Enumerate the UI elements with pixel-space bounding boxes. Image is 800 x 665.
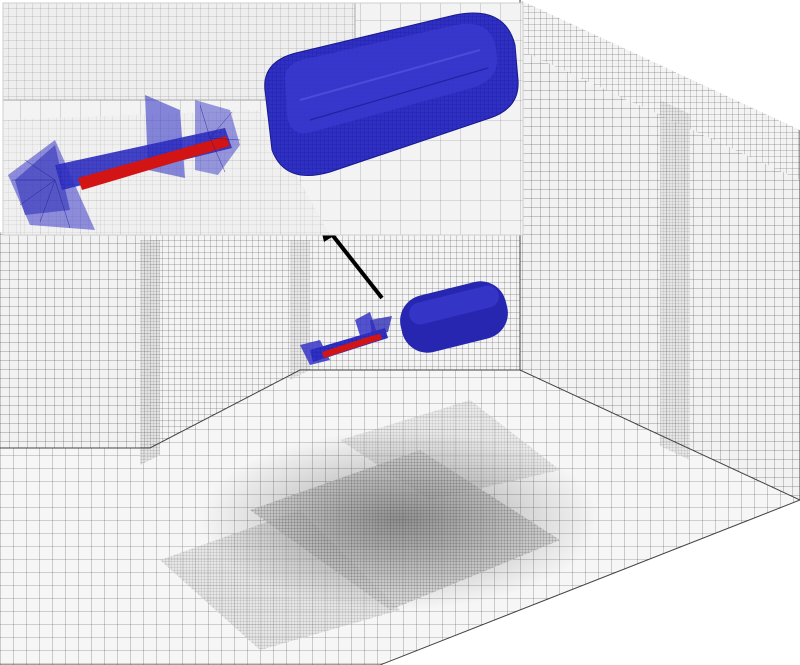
inset-border [2, 2, 524, 236]
mesh-wall-dense-band-right [660, 100, 690, 460]
block-rim [299, 49, 481, 101]
mesh-wall-back [150, 232, 520, 448]
blade-strip-large [78, 136, 230, 190]
blade-body-small [300, 312, 392, 365]
mesh-wall-right-upper [520, 0, 800, 180]
rounded-block-large [264, 12, 519, 176]
rounded-block-small [400, 281, 508, 353]
blade-strip-small [322, 333, 382, 358]
mesh-box-edges [0, 369, 800, 501]
blade-body-large [8, 95, 241, 230]
zoom-inset [2, 2, 524, 236]
mesh-wall-dense-band-left [140, 240, 160, 465]
mesh-box-edge-bottom [0, 499, 800, 665]
mesh-floor-shadow [200, 430, 600, 610]
block-top-face [285, 23, 498, 134]
small-bodies [300, 281, 508, 365]
